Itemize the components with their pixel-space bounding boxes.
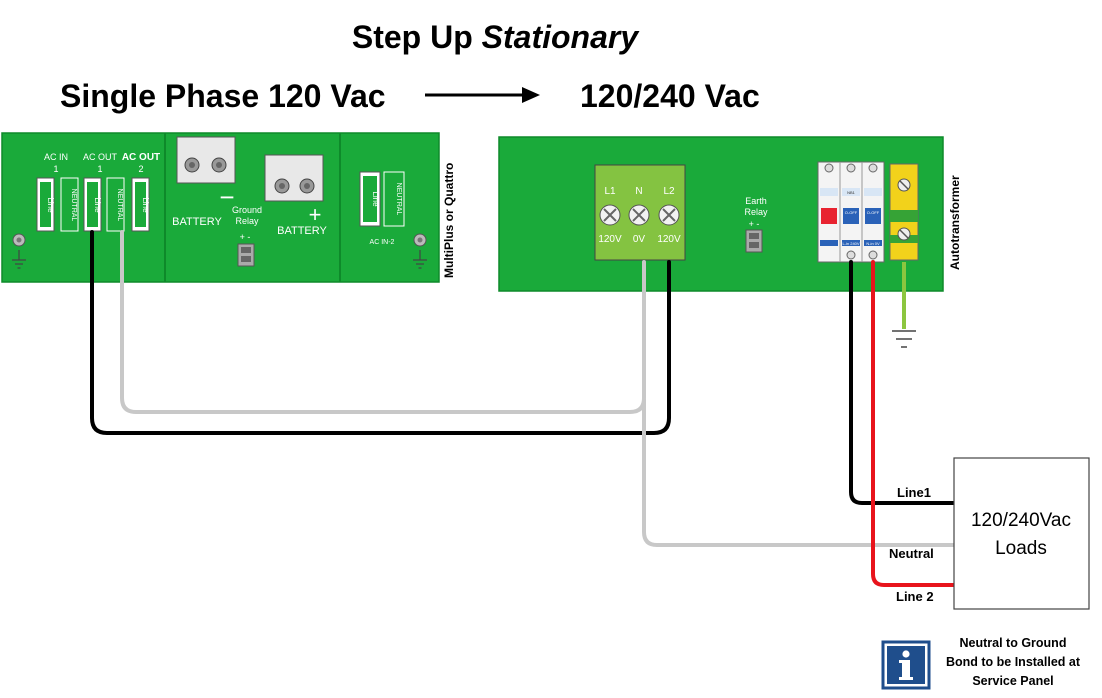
inverter-vertical-label: MultiPlus or Quattro: [442, 163, 456, 278]
svg-text:L1: L1: [604, 186, 616, 197]
neutral-wire-label: Neutral: [889, 546, 934, 561]
ground-relay-connector-icon: [237, 243, 255, 267]
target-voltage-label: 120/240 Vac: [580, 78, 760, 114]
ac-out-1-label: AC OUT: [83, 152, 118, 162]
battery-minus-sign: −: [219, 182, 234, 212]
ac-in-2-label: AC IN-2: [370, 239, 395, 246]
ac-in-2-neutral-terminal: NEUTRAL: [383, 171, 405, 227]
ac-out-2-label: AC OUT: [122, 152, 160, 163]
loads-label: Loads: [995, 538, 1047, 559]
ac-in-1-label: AC IN: [44, 152, 68, 162]
earth-relay-polarity: + -: [749, 219, 760, 229]
svg-text:L2: L2: [663, 186, 675, 197]
ground-relay-polarity: + -: [240, 232, 251, 242]
svg-text:N-in 0V: N-in 0V: [866, 241, 880, 246]
svg-text:NEUTRAL: NEUTRAL: [70, 189, 77, 222]
svg-text:O-OFF: O-OFF: [867, 210, 880, 215]
battery-plus-sign: +: [309, 202, 322, 227]
earth-relay-label-2: Relay: [744, 207, 768, 217]
note-line-3: Service Panel: [972, 674, 1053, 688]
svg-text:120V: 120V: [598, 234, 622, 245]
svg-text:NB1: NB1: [847, 190, 856, 195]
battery-negative-terminal: [176, 136, 236, 184]
ac-in-1-number: 1: [53, 164, 58, 174]
terminal-l1: L1 120V: [598, 186, 622, 245]
battery-label-right: BATTERY: [277, 225, 327, 237]
loads-box: 120/240Vac Loads: [953, 457, 1090, 610]
svg-text:120V: 120V: [657, 234, 681, 245]
ground-relay-label: Ground: [232, 205, 262, 215]
earth-relay-label: Earth: [745, 196, 767, 206]
source-voltage-label: Single Phase 120 Vac: [60, 78, 386, 114]
ac-in-1-neutral-terminal: NEUTRAL: [60, 177, 79, 232]
svg-text:O-OFF: O-OFF: [845, 210, 858, 215]
wires: [90, 230, 957, 587]
earth-relay-connector-icon: [745, 229, 763, 253]
autotransformer-panel: L1 120V N 0V L2 120V Earth Relay + -: [498, 136, 944, 292]
conversion-arrow: [425, 87, 540, 103]
svg-text:NEUTRAL: NEUTRAL: [395, 183, 402, 216]
ac-in-1-line-terminal: Line: [36, 177, 55, 232]
loads-voltage-label: 120/240Vac: [971, 510, 1071, 531]
terminal-n: N 0V: [628, 186, 650, 245]
circuit-breaker: NB1 O-OFF O-OFF L-in 240V N-in 0V: [817, 161, 885, 263]
note-line-1: Neutral to Ground: [960, 636, 1067, 650]
ac-out-1-line-terminal: Line: [83, 177, 102, 232]
svg-text:0V: 0V: [633, 234, 646, 245]
wire-black-line1-output: [849, 260, 957, 505]
earth-terminal-block: [889, 163, 919, 261]
line2-wire-label: Line 2: [896, 589, 934, 604]
earth-screw-icon: [12, 233, 26, 269]
svg-text:Line: Line: [93, 197, 102, 213]
wire-grey-neutral-output: [642, 398, 957, 547]
wire-black-line-input: [90, 230, 671, 435]
svg-text:Line: Line: [371, 191, 380, 207]
earth-ground-icon: [892, 262, 916, 348]
ac-in-2-line-terminal: Line: [359, 171, 381, 227]
ac-out-1-neutral-terminal: NEUTRAL: [106, 177, 125, 232]
inverter-panel: AC IN 1 AC OUT 1 AC OUT 2 Line NEUTRAL L…: [1, 132, 440, 283]
autotransformer-vertical-label: Autotransformer: [948, 175, 962, 270]
info-icon: [881, 640, 931, 690]
earth-screw-icon: [413, 233, 427, 269]
svg-text:L-in 240V: L-in 240V: [842, 241, 859, 246]
ac-out-1-number: 1: [97, 164, 102, 174]
ac-out-2-line-terminal: Line: [131, 177, 150, 232]
svg-text:NEUTRAL: NEUTRAL: [116, 189, 123, 222]
ac-out-2-number: 2: [138, 164, 143, 174]
terminal-l2: L2 120V: [657, 186, 681, 245]
svg-text:N: N: [635, 186, 642, 197]
ground-relay-label-2: Relay: [235, 216, 259, 226]
battery-label-left: BATTERY: [172, 216, 222, 228]
svg-text:Line: Line: [46, 197, 55, 213]
battery-positive-terminal: [264, 154, 324, 202]
note-line-2: Bond to be Installed at: [946, 655, 1081, 669]
diagram-title: Step Up Stationary: [352, 19, 640, 55]
line1-wire-label: Line1: [897, 485, 931, 500]
wire-red-line2-output: [871, 260, 957, 587]
svg-text:Line: Line: [141, 197, 150, 213]
